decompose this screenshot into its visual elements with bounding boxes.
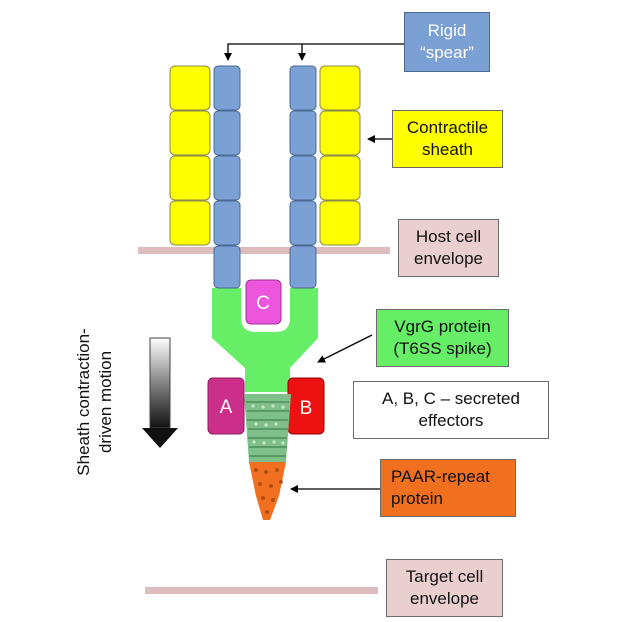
host-envelope-line — [138, 247, 390, 254]
effector-b: B — [287, 377, 325, 435]
motion-arrow — [142, 337, 178, 448]
target-envelope-label-line2: envelope — [409, 589, 479, 608]
sheath-segment — [169, 65, 211, 111]
effectors-note-line1: A, B, C – secreted — [382, 389, 520, 408]
rigid-spear-label-line1: Rigid — [427, 21, 467, 40]
motion-label: Sheath contraction- driven motion — [70, 282, 120, 522]
effectors-note: A, B, C – secreted effectors — [353, 381, 549, 439]
spear-segment — [289, 245, 317, 289]
target-envelope-label: Target cell envelope — [386, 559, 503, 617]
sheath-segment — [319, 65, 361, 111]
spear-segment — [213, 245, 241, 289]
sheath-segment — [169, 110, 211, 156]
rigid-spear-left — [213, 65, 241, 289]
effector-a: A — [207, 377, 245, 435]
spike-texture — [246, 401, 289, 457]
motion-label-line1: Sheath contraction- — [74, 328, 93, 476]
vgrg-pointer — [317, 334, 373, 363]
spear-segment — [213, 65, 241, 111]
paar-label-line2: protein — [391, 489, 443, 508]
vgrg-label-line1: VgrG protein — [394, 317, 491, 336]
spear-segment — [213, 200, 241, 246]
spear-segment — [289, 200, 317, 246]
target-envelope-label-line1: Target cell — [405, 567, 484, 586]
rigid-spear-label: Rigid “spear” — [404, 12, 490, 72]
motion-label-line2: driven motion — [96, 350, 115, 454]
contractile-sheath-label-line2: sheath — [421, 140, 474, 159]
spear-pointer — [224, 43, 404, 61]
sheath-segment — [169, 155, 211, 201]
effector-a-label: A — [220, 397, 233, 418]
spear-segment — [289, 65, 317, 111]
effector-c: C — [245, 279, 282, 325]
vgrg-spike — [212, 288, 318, 392]
paar-label: PAAR-repeat protein — [380, 459, 516, 517]
vgrg-label: VgrG protein (T6SS spike) — [376, 309, 509, 367]
spear-segment — [213, 110, 241, 156]
effector-b-label: B — [300, 398, 313, 419]
host-envelope-label-line2: envelope — [413, 249, 483, 268]
spike-tip-green — [244, 394, 291, 462]
spear-segment — [289, 110, 317, 156]
sheath-segment — [319, 200, 361, 246]
spike-texture-dots — [251, 404, 285, 445]
vgrg-label-line2: (T6SS spike) — [393, 339, 492, 358]
paar-texture — [254, 468, 283, 514]
spear-segment — [213, 155, 241, 201]
paar-label-line1: PAAR-repeat — [391, 467, 490, 486]
contractile-sheath-label-line1: Contractile — [406, 118, 489, 137]
host-envelope-label-line1: Host cell — [415, 227, 482, 246]
effector-c-label: C — [256, 293, 270, 314]
rigid-spear-right — [289, 65, 317, 289]
effectors-note-line2: effectors — [418, 411, 484, 430]
rigid-spear-label-line2: “spear” — [420, 43, 474, 62]
paar-protein — [249, 462, 286, 520]
sheath-segment — [169, 200, 211, 246]
contractile-sheath-left — [169, 65, 211, 246]
sheath-segment — [319, 155, 361, 201]
contractile-sheath-label: Contractile sheath — [392, 110, 503, 168]
target-envelope-line — [145, 587, 378, 594]
host-envelope-label: Host cell envelope — [398, 219, 499, 277]
contractile-sheath-right — [319, 65, 361, 246]
sheath-segment — [319, 110, 361, 156]
spear-segment — [289, 155, 317, 201]
